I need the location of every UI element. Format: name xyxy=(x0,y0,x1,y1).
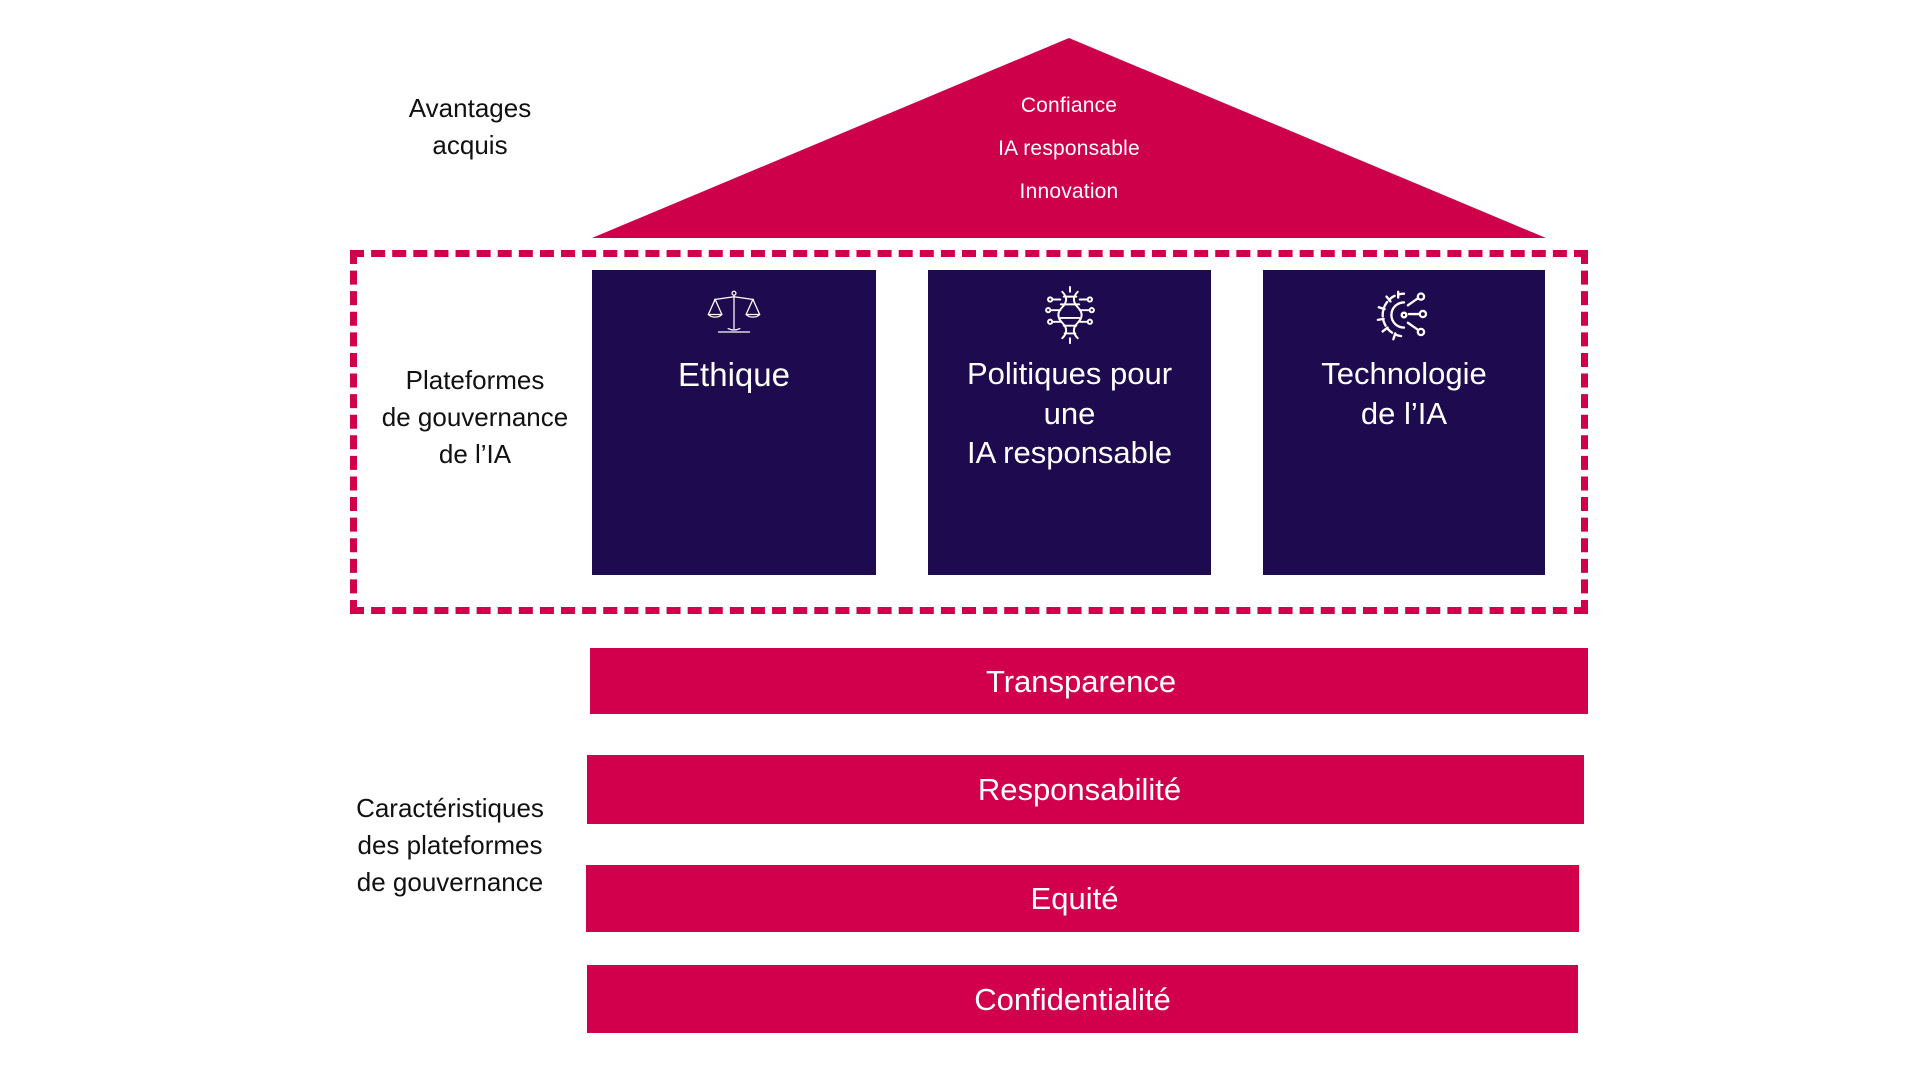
pillar-technologie-de-lia[interactable]: Technologie de l’IA xyxy=(1263,270,1545,575)
roof-triangle: Confiance IA responsable Innovation xyxy=(592,38,1546,238)
foundation-bar-label: Transparence xyxy=(985,663,1177,699)
pillar-ethique-title: Ethique xyxy=(678,356,790,393)
pillar-politiques-ia-responsable[interactable]: Politiques pour une IA responsable xyxy=(928,270,1211,575)
roof-shape xyxy=(592,38,1546,238)
foundation-bar-confidentialite[interactable]: Confidentialité xyxy=(587,965,1578,1033)
scales-of-justice-icon xyxy=(703,284,765,346)
gear-circuit-icon xyxy=(1373,284,1435,346)
governance-platforms-dashed-container xyxy=(350,250,1588,614)
foundation-bar-transparence[interactable]: Transparence xyxy=(590,648,1588,714)
label-caracteristiques-des-plateformes: Caractéristiques des plateformes de gouv… xyxy=(356,793,544,897)
foundation-bar-label: Responsabilité xyxy=(977,772,1182,807)
pillar-politiques-title: Politiques pour une IA responsable xyxy=(966,356,1173,471)
foundation-bar-responsabilite[interactable]: Responsabilité xyxy=(587,755,1584,824)
dna-circuit-icon xyxy=(1039,284,1101,346)
foundation-bar-label: Equité xyxy=(1030,881,1119,916)
foundation-bar-equite[interactable]: Equité xyxy=(586,865,1579,932)
label-plateformes-de-gouvernance-de-lia: Plateformes de gouvernance de l’IA xyxy=(381,365,569,469)
label-avantages-acquis: Avantages acquis xyxy=(408,93,532,160)
pillar-ethique[interactable]: Ethique xyxy=(592,270,876,575)
foundation-bar-label: Confidentialité xyxy=(974,981,1171,1017)
pillar-technologie-title: Technologie de l’IA xyxy=(1321,356,1487,431)
